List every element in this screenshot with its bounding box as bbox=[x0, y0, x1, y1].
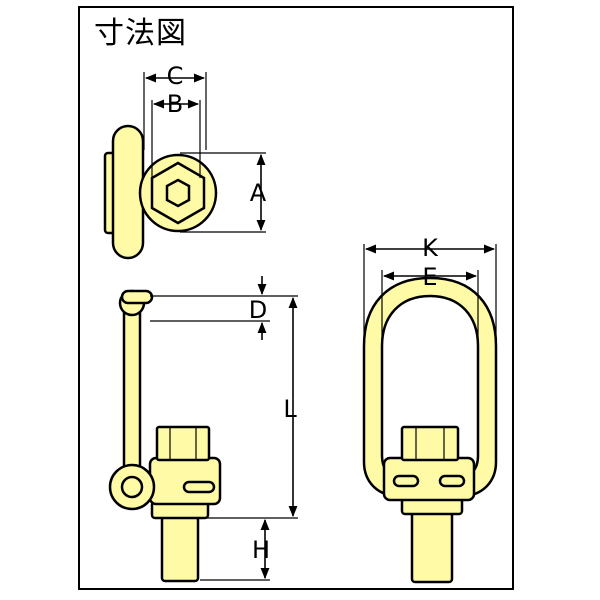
dim-label-c: C bbox=[167, 62, 184, 90]
top-view-hex-inner bbox=[165, 178, 191, 208]
side-view-hex-nut bbox=[155, 425, 211, 462]
front-view: K E bbox=[362, 234, 498, 584]
side-view-shank bbox=[160, 515, 200, 583]
dim-label-k: K bbox=[422, 234, 439, 262]
diagram-title: 寸法図 bbox=[94, 16, 187, 51]
dim-label-e: E bbox=[422, 263, 437, 291]
top-view: C B A bbox=[103, 62, 267, 260]
side-view-pin bbox=[182, 480, 216, 494]
side-view: D L H bbox=[108, 276, 298, 583]
dim-label-d: D bbox=[249, 296, 267, 324]
front-view-shank bbox=[410, 510, 454, 584]
side-view-handle-arm bbox=[122, 295, 142, 489]
dim-label-a: A bbox=[250, 179, 267, 207]
front-view-hex-nut bbox=[400, 425, 460, 462]
dim-label-l: L bbox=[283, 395, 297, 423]
front-view-pin-right bbox=[438, 474, 466, 488]
side-view-pivot-hole bbox=[120, 475, 144, 499]
side-view-handle-top bbox=[120, 289, 154, 305]
dim-label-b: B bbox=[167, 90, 183, 118]
front-view-pin-left bbox=[392, 474, 420, 488]
top-view-handle bbox=[111, 124, 145, 260]
dim-label-h: H bbox=[252, 536, 270, 564]
